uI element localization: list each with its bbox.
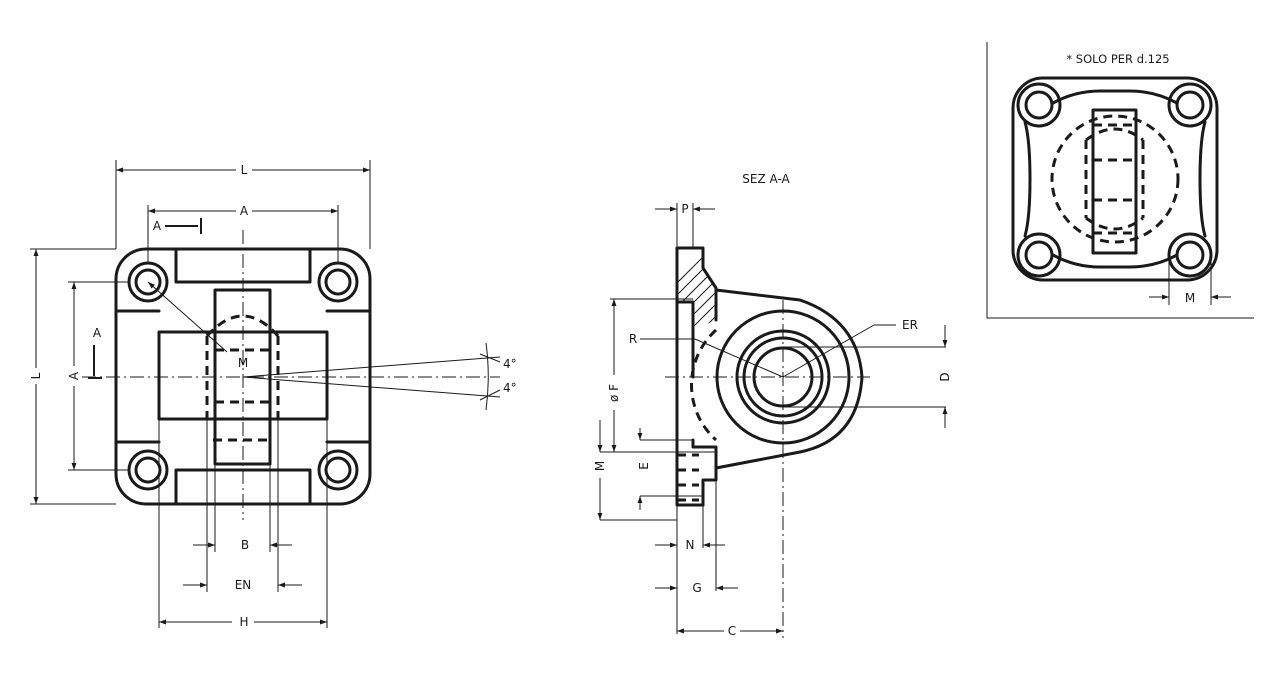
detail-hidden-circle	[1050, 114, 1180, 244]
detail-boss	[1091, 108, 1138, 255]
hidden-F-arc	[690, 328, 718, 442]
bolt-hole	[134, 456, 162, 484]
detail-dim-label-M: M	[1185, 291, 1195, 305]
angle-leader	[479, 389, 501, 401]
bolt-hole	[324, 268, 352, 296]
section-mark-label-top: A	[153, 219, 162, 233]
angle-label-lower: 4°	[503, 381, 517, 395]
dim-label-A-left: A	[67, 371, 81, 380]
dim-line-M	[147, 281, 228, 353]
detail-bolt-hole	[1024, 240, 1054, 270]
detail-bolt-hole	[1024, 90, 1054, 120]
detail-plate-outline	[1011, 76, 1219, 282]
dim-label-M-section: M	[593, 461, 607, 471]
section-extension-lines	[600, 203, 946, 634]
bolt-hole	[324, 456, 352, 484]
bolt-hole	[134, 268, 162, 296]
detail-bolt-hole	[1175, 240, 1205, 270]
dim-label-H: H	[239, 615, 248, 629]
section-mark-top	[165, 218, 202, 234]
dim-label-A-top: A	[240, 204, 249, 218]
hidden-bolt-hole	[677, 453, 699, 502]
detail-inner-profile	[1023, 89, 1207, 269]
section-title: SEZ A-A	[742, 172, 790, 186]
detail-note: * SOLO PER d.125	[1066, 52, 1169, 66]
dim-label-B: B	[241, 538, 249, 552]
detail-bolt-hole	[1016, 82, 1062, 128]
section-mark-left	[88, 345, 102, 379]
dim-label-E: E	[637, 462, 651, 470]
angle-arc	[485, 342, 489, 411]
angle-label-upper: 4°	[503, 357, 517, 371]
section-view: SEZ A-A	[593, 172, 952, 638]
angle-leader	[479, 353, 501, 363]
front-view: L A A A L A M B EN H 4° 4°	[29, 160, 517, 629]
dim-label-F: ø F	[607, 384, 621, 402]
bolt-hole	[317, 261, 359, 303]
dim-label-M: M	[238, 356, 248, 370]
section-mark-label-left: A	[93, 326, 102, 340]
dim-label-G: G	[692, 581, 701, 595]
plate-inner-right	[325, 309, 372, 444]
detail-view: * SOLO PER d.125 M	[986, 42, 1254, 319]
dim-label-L-top: L	[241, 163, 248, 177]
R-leader	[694, 338, 784, 378]
dim-label-P: P	[681, 202, 688, 216]
dim-label-L-left: L	[29, 372, 43, 379]
ER-leader	[782, 324, 875, 378]
dim-label-D: D	[938, 372, 952, 381]
detail-hidden-bore	[1084, 123, 1145, 235]
dim-label-N: N	[686, 538, 695, 552]
detail-bolt-hole	[1016, 232, 1062, 278]
extension-lines	[30, 160, 371, 628]
detail-bolt-hole	[1175, 90, 1205, 120]
detail-frame	[986, 42, 1254, 319]
dim-label-C: C	[728, 624, 736, 638]
flange-lower-recess	[691, 438, 718, 507]
bolt-hole	[317, 449, 359, 491]
angle-line-upper	[242, 356, 501, 378]
angle-line-lower	[242, 376, 501, 398]
detail-bolt-hole	[1167, 232, 1213, 278]
plate-inner-left	[114, 309, 161, 444]
detail-bolt-hole	[1167, 82, 1213, 128]
dim-label-EN: EN	[235, 578, 252, 592]
dim-label-R: R	[629, 332, 637, 346]
dim-label-ER: ER	[902, 318, 918, 332]
